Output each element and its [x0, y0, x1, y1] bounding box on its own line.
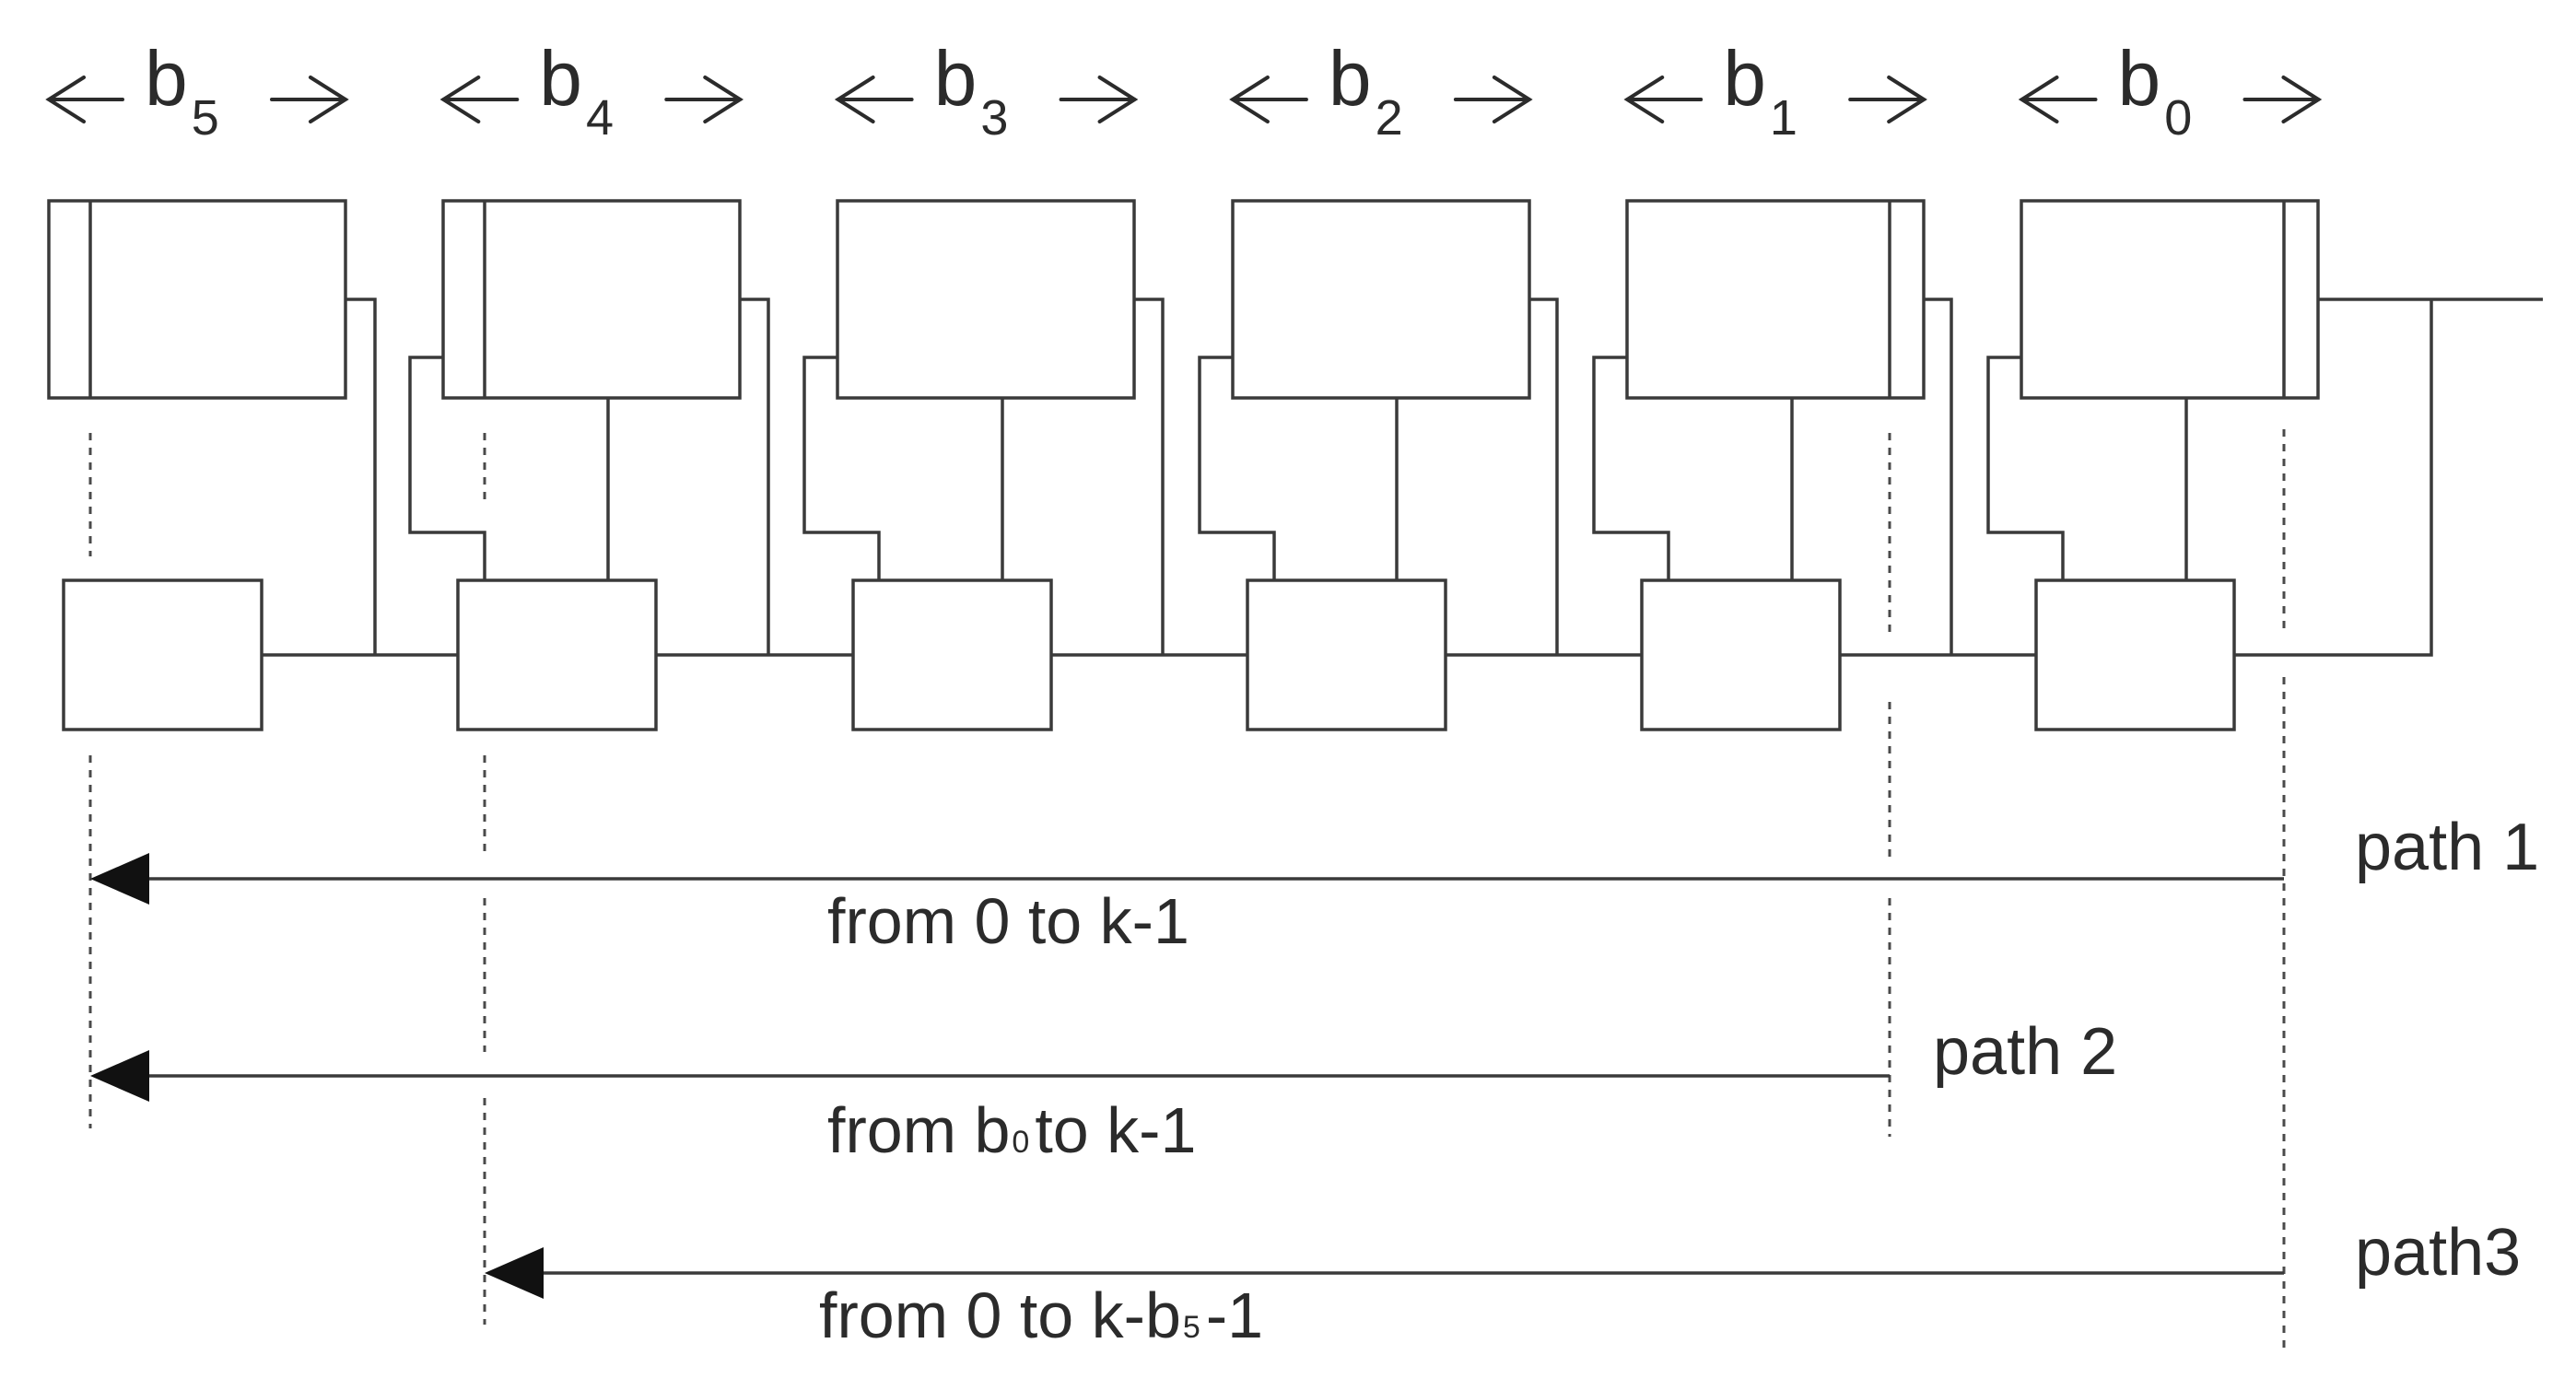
bracket-left-arrow	[834, 76, 914, 123]
group-label-main: b	[1329, 35, 1372, 122]
group-label: b1	[1723, 35, 1797, 146]
path3-arrowhead	[485, 1247, 544, 1299]
group-label-main: b	[934, 35, 978, 122]
mux-block-b2	[1246, 578, 1447, 731]
group-label-sub: 0	[2164, 90, 2192, 146]
bracket-left-arrow	[1623, 76, 1704, 123]
group-label-main: b	[145, 35, 188, 122]
wire-b4-output	[740, 298, 770, 655]
range-labels: from 0 to k-1 from b0to k-1 from 0 to k-b5…	[819, 885, 1263, 1351]
group-bracket: b2	[1229, 35, 1533, 146]
wire-b2-output	[1529, 298, 1559, 655]
path3-label: path3	[2355, 1216, 2521, 1290]
bracket-left-arrow	[439, 76, 520, 123]
range-label: from b0to k-1	[827, 1094, 1196, 1166]
group-label-main: b	[2118, 35, 2161, 122]
guide-lines	[88, 429, 2286, 1350]
wire-b1-output	[1924, 298, 1953, 655]
mux-block-b5	[62, 578, 263, 731]
bottom-blocks	[62, 578, 2236, 731]
group-label-sub: 2	[1376, 90, 1403, 146]
mux-block-b3	[851, 578, 1053, 731]
top-block-b4	[441, 199, 742, 400]
path-arrows	[90, 853, 2284, 1299]
group-label-sub: 5	[192, 90, 219, 146]
bracket-left-arrow	[45, 76, 124, 123]
path2-label: path 2	[1933, 1015, 2117, 1089]
bracket-right-arrow	[1848, 76, 1927, 123]
range-text: -1	[1206, 1279, 1263, 1351]
range-text: from b	[827, 1094, 1010, 1166]
bracket-right-arrow	[2242, 76, 2323, 123]
group-bracket: b3	[834, 35, 1139, 146]
group-label: b3	[934, 35, 1009, 146]
top-blocks	[47, 199, 2320, 400]
wire-b4-input	[408, 356, 486, 580]
path2-arrowhead	[90, 1050, 149, 1102]
range-subscript: 0	[1012, 1125, 1029, 1160]
wire-b2-input	[1198, 356, 1276, 580]
mux-block-b0	[2034, 578, 2236, 731]
group-label-main: b	[1723, 35, 1766, 122]
group-bracket: b4	[439, 35, 744, 146]
path1-label: path 1	[2355, 811, 2539, 884]
bracket-right-arrow	[664, 76, 744, 123]
top-block-b0	[2020, 199, 2320, 400]
group-bracket: b5	[45, 35, 349, 146]
range-subscript: 5	[1183, 1310, 1200, 1345]
group-bracket: b0	[2018, 35, 2323, 146]
bracket-left-arrow	[2018, 76, 2098, 123]
range-label: from 0 to k-b5-1	[819, 1279, 1263, 1351]
group-label: b2	[1329, 35, 1403, 146]
range-text: from 0 to k-1	[827, 885, 1189, 957]
group-label: b0	[2118, 35, 2193, 146]
top-block-b3	[836, 199, 1136, 400]
range-label: from 0 to k-1	[827, 885, 1189, 957]
top-block-b5	[47, 199, 347, 400]
mux-block-b4	[456, 578, 658, 731]
wires	[262, 298, 2543, 657]
bracket-right-arrow	[1453, 76, 1533, 123]
wire-b3-output	[1134, 298, 1165, 655]
wire-b0-input	[1986, 356, 2065, 580]
mux-block-b1	[1640, 578, 1842, 731]
wire-b1-input	[1592, 356, 1670, 580]
carry-in-feedback-wire	[2234, 299, 2433, 657]
bracket-left-arrow	[1229, 76, 1308, 123]
group-bracket: b1	[1623, 35, 1927, 146]
group-label: b4	[539, 35, 614, 146]
range-text: from 0 to k-b	[819, 1279, 1181, 1351]
group-label-sub: 3	[980, 90, 1008, 146]
group-label: b5	[145, 35, 219, 146]
top-block-b1	[1625, 199, 1926, 400]
path-labels: path 1 path 2 path3	[1933, 811, 2539, 1290]
group-label-main: b	[539, 35, 582, 122]
range-text: to k-1	[1035, 1094, 1196, 1166]
path1-arrowhead	[90, 853, 149, 905]
bracket-right-arrow	[270, 76, 349, 123]
wire-b5-output	[345, 298, 377, 655]
wire-b3-input	[802, 356, 881, 580]
group-label-sub: 4	[586, 90, 614, 146]
bracket-right-arrow	[1059, 76, 1139, 123]
top-block-b2	[1231, 199, 1531, 400]
group-label-sub: 1	[1770, 90, 1797, 146]
